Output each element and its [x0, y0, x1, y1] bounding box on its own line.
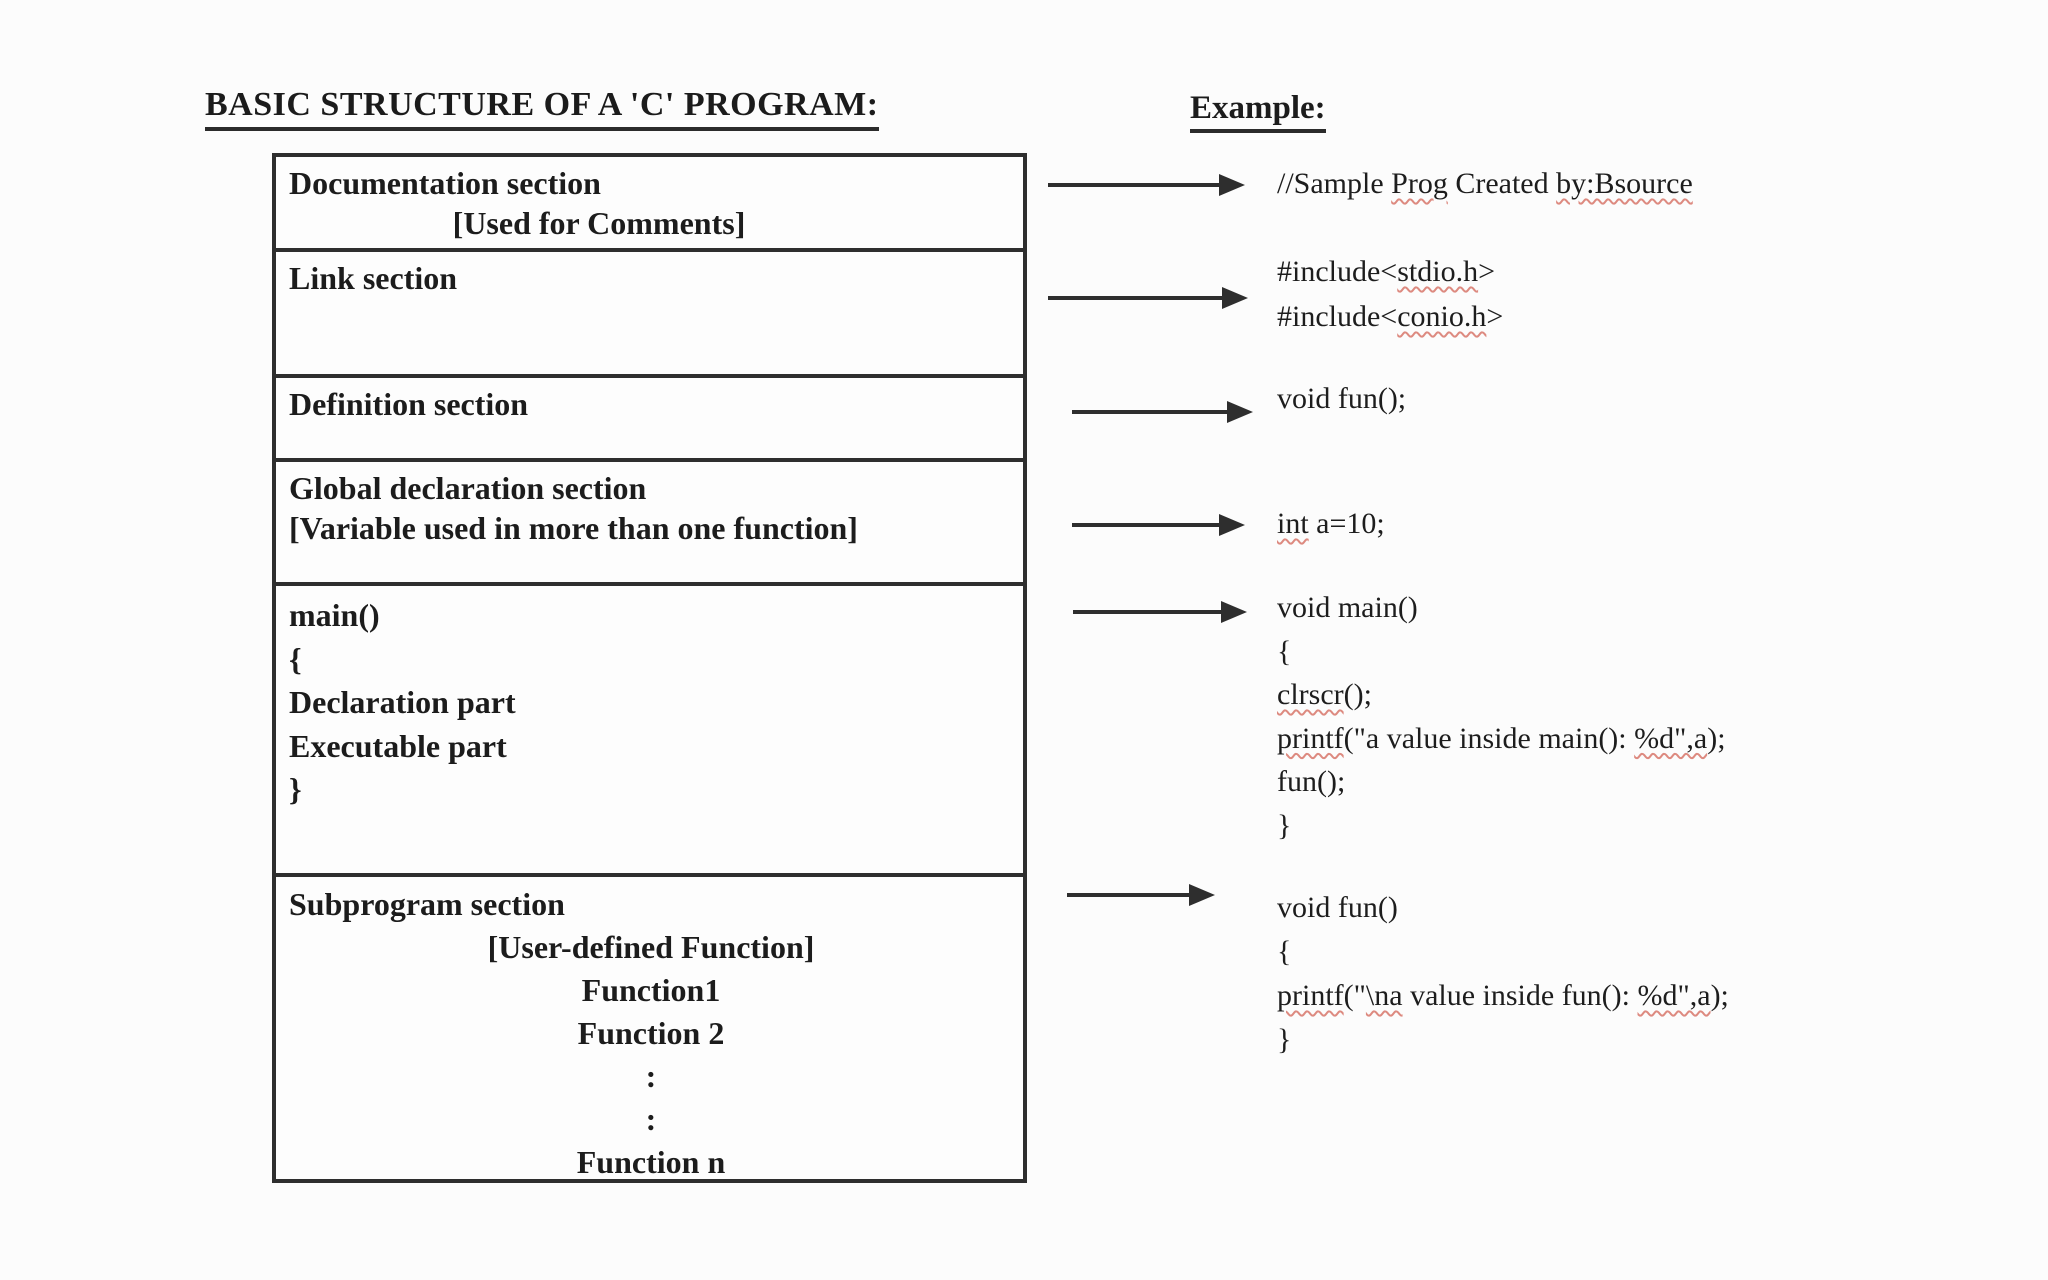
arrow-link-icon: [1048, 287, 1248, 309]
sample-comment-code: //Sample Prog Created by:Bsource: [1277, 162, 1693, 206]
main-section-box: main() { Declaration part Executable par…: [276, 582, 1023, 873]
arrow-global-declaration-icon: [1072, 514, 1245, 536]
section-label: Subprogram section: [289, 885, 565, 922]
code-line: fun();: [1277, 765, 1346, 798]
c-program-structure-box: Documentation section [Used for Comments…: [272, 153, 1027, 1183]
code-line: //Sample Prog Created by:Bsource: [1277, 167, 1693, 200]
global-variable-code: int a=10;: [1277, 502, 1385, 546]
subprogram-line: Function n: [576, 1143, 726, 1180]
arrow-subprogram-icon: [1067, 884, 1215, 906]
code-line: }: [1277, 808, 1292, 842]
definition-section-box: Definition section: [276, 373, 1023, 458]
arrow-definition-icon: [1072, 401, 1253, 423]
main-line: {: [289, 640, 302, 677]
code-line: printf("a value inside main(): %d",a);: [1277, 721, 1726, 755]
subprogram-line: :: [645, 1100, 657, 1137]
global-declaration-section-box: Global declaration section [Variable use…: [276, 457, 1023, 583]
main-line: main(): [289, 597, 380, 634]
main-line: Declaration part: [289, 684, 516, 721]
section-sublabel: [Used for Comments]: [452, 205, 746, 241]
code-line: #include<stdio.h>: [1277, 255, 1496, 288]
fun-prototype-code: void fun();: [1277, 377, 1406, 421]
subprogram-section-box: Subprogram section [User-defined Functio…: [276, 872, 1023, 1180]
code-line: {: [1277, 935, 1292, 968]
section-label: Definition section: [289, 385, 529, 422]
example-header: Example:: [1190, 90, 1326, 133]
code-line: #include<conio.h>: [1277, 300, 1504, 333]
main-function-code: void main() { clrscr(); printf("a value ins…: [1277, 586, 1726, 847]
section-label: Link section: [289, 259, 458, 296]
code-line: clrscr();: [1277, 678, 1372, 711]
main-line: Executable part: [289, 727, 507, 764]
fun-definition-code: void fun() { printf("\na value inside fun(…: [1277, 886, 1729, 1062]
include-code: #include<stdio.h> #include<conio.h>: [1277, 249, 1503, 339]
section-sublabel: [Variable used in more than one function…: [289, 509, 858, 546]
code-line: void main(): [1277, 591, 1418, 624]
code-line: }: [1277, 1023, 1292, 1056]
subprogram-line: Function 2: [577, 1014, 725, 1051]
arrow-documentation-icon: [1048, 174, 1245, 196]
documentation-section-box: Documentation section [Used for Comments…: [276, 157, 1023, 248]
code-line: {: [1277, 634, 1292, 668]
main-line: }: [289, 771, 302, 808]
link-section-box: Link section: [276, 247, 1023, 374]
code-line: void fun();: [1277, 382, 1407, 415]
subprogram-line: [User-defined Function]: [487, 928, 815, 965]
section-label: Documentation section: [289, 165, 601, 201]
code-line: printf("\na value inside fun(): %d",a);: [1277, 979, 1729, 1012]
page-title: BASIC STRUCTURE OF A 'C' PROGRAM:: [205, 86, 879, 131]
subprogram-line: :: [645, 1057, 657, 1094]
code-line: int a=10;: [1277, 507, 1385, 540]
code-line: void fun(): [1277, 891, 1398, 924]
section-label: Global declaration section: [289, 469, 647, 506]
arrow-main-icon: [1073, 601, 1247, 623]
subprogram-line: Function1: [581, 971, 721, 1008]
